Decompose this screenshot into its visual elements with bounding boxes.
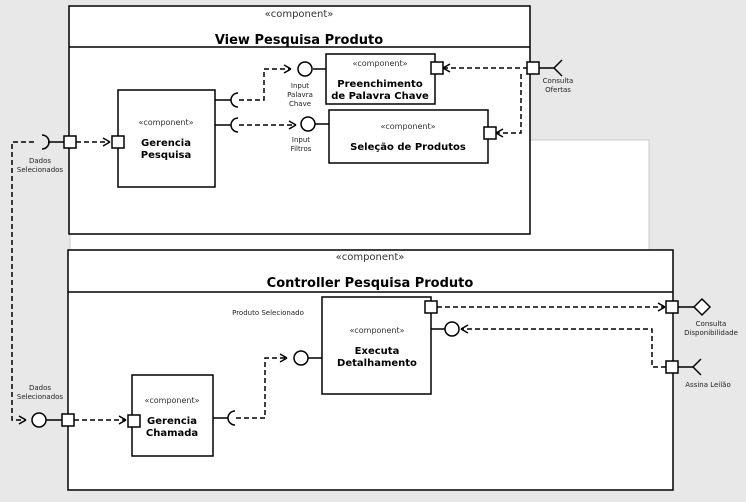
label-view-dados-line1: Dados <box>29 157 51 165</box>
selecao-stereotype: «component» <box>380 122 435 131</box>
lollipop-controller-dados <box>31 412 47 428</box>
gerencia-chamada-name-line1: Gerencia <box>147 416 197 427</box>
controller-stereotype: «component» <box>336 252 405 263</box>
arrowhead-gerencia-pesquisa <box>102 137 111 147</box>
arrowhead-produto-selecionado <box>279 353 288 363</box>
arrowhead-preenchimento <box>442 63 451 73</box>
label-input-filtros-line1: Input <box>292 136 310 144</box>
gerencia-pesquisa-stereotype: «component» <box>138 118 193 127</box>
label-view-dados-line2: Selecionados <box>17 166 64 174</box>
gerencia-chamada-stereotype: «component» <box>144 396 199 405</box>
socket-filtros <box>230 117 239 133</box>
gerencia-chamada-component[interactable]: «component» Gerencia Chamada <box>131 374 214 457</box>
port-preenchimento[interactable] <box>430 61 444 75</box>
port-assina-leilao[interactable] <box>665 360 679 374</box>
label-controller-dados-line2: Selecionados <box>17 393 64 401</box>
lollipop-input-palavra <box>297 61 313 77</box>
label-consulta-disponibilidade-line2: Disponibilidade <box>684 329 738 337</box>
port-gerencia-chamada[interactable] <box>127 414 141 428</box>
gerencia-pesquisa-component[interactable]: «component» Gerencia Pesquisa <box>117 89 216 188</box>
arrowhead-gerencia-chamada <box>118 415 127 425</box>
gerencia-pesquisa-name-line1: Gerencia <box>141 138 191 149</box>
port-consulta-ofertas[interactable] <box>526 61 540 75</box>
arrowhead-input-palavra <box>283 64 292 74</box>
label-assina-leilao: Assina Leilão <box>685 381 731 389</box>
executa-box <box>321 296 432 395</box>
preenchimento-name-line2: de Palavra Chave <box>331 91 429 102</box>
port-controller-dados[interactable] <box>61 413 75 427</box>
label-produto-selecionado: Produto Selecionado <box>232 309 304 317</box>
label-input-filtros-line2: Filtros <box>291 145 312 153</box>
arrowhead-disponibilidade <box>657 302 666 312</box>
label-consulta-ofertas-line1: Consulta <box>543 77 574 85</box>
gerencia-pesquisa-box <box>117 89 216 188</box>
connector-ofertas-selecao <box>496 74 522 134</box>
arrowhead-controller-dados <box>18 415 27 425</box>
label-input-palavra-line2: Palavra <box>287 91 313 99</box>
socket-chamada <box>227 410 236 426</box>
view-stereotype: «component» <box>265 9 334 20</box>
port-selecao[interactable] <box>483 126 497 140</box>
label-consulta-disponibilidade-line1: Consulta <box>696 320 727 328</box>
arrowhead-selecao <box>495 128 504 138</box>
preenchimento-stereotype: «component» <box>352 59 407 68</box>
label-consulta-ofertas-line2: Ofertas <box>545 86 571 94</box>
executa-name-line1: Executa <box>355 346 400 357</box>
socket-palavra <box>230 92 239 108</box>
arrowhead-executa-lollipop <box>460 324 469 334</box>
executa-name-line2: Detalhamento <box>337 358 417 369</box>
port-executa[interactable] <box>424 300 438 314</box>
port-view-dados[interactable] <box>63 135 77 149</box>
lollipop-produto-selecionado <box>293 350 309 366</box>
preenchimento-name-line1: Preenchimento <box>337 79 423 90</box>
view-title: View Pesquisa Produto <box>215 33 383 48</box>
port-gerencia-pesquisa[interactable] <box>111 135 125 149</box>
executa-detalhamento-component[interactable]: «component» Executa Detalhamento <box>321 296 432 395</box>
preenchimento-box <box>325 53 436 105</box>
label-input-palavra-line3: Chave <box>289 100 311 108</box>
gerencia-pesquisa-name-line2: Pesquisa <box>141 150 191 161</box>
lollipop-input-filtros <box>300 116 316 132</box>
arrowhead-input-filtros <box>288 120 297 130</box>
label-input-palavra-line1: Input <box>291 82 309 90</box>
selecao-name: Seleção de Produtos <box>350 142 466 153</box>
leilao-interface-icon <box>692 358 702 376</box>
controller-title: Controller Pesquisa Produto <box>267 276 474 291</box>
label-controller-dados-line1: Dados <box>29 384 51 392</box>
preenchimento-component[interactable]: «component» Preenchimento de Palavra Cha… <box>325 53 436 105</box>
connector-view-controller <box>11 141 34 421</box>
connector-chamada-produto <box>236 357 287 419</box>
socket-view-dados <box>41 134 50 150</box>
connector-leilao-executa <box>461 328 666 368</box>
port-consulta-disponibilidade[interactable] <box>665 300 679 314</box>
ofertas-interface-icon <box>553 59 563 77</box>
disponibilidade-diamond-icon <box>692 297 712 317</box>
gerencia-chamada-box <box>131 374 214 457</box>
selecao-produtos-component[interactable]: «component» Seleção de Produtos <box>328 109 489 164</box>
connector-input-palavra <box>239 68 291 101</box>
executa-stereotype: «component» <box>349 326 404 335</box>
gerencia-chamada-name-line2: Chamada <box>146 428 198 439</box>
selecao-box <box>328 109 489 164</box>
lollipop-executa <box>444 321 460 337</box>
